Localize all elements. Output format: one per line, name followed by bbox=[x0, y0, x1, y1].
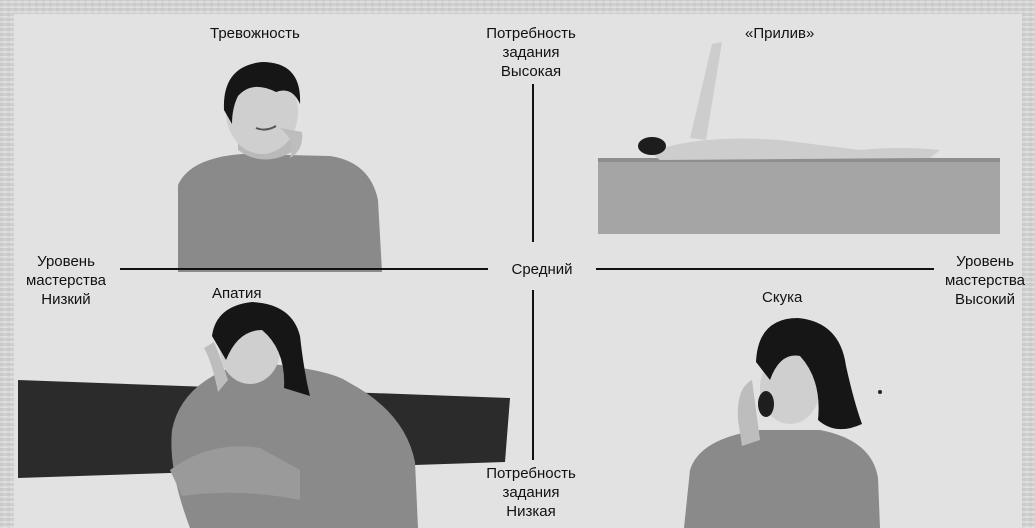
axis-label-task-demand-low: Потребность задания Низкая bbox=[466, 464, 596, 521]
axis-label-task-demand-high: Потребность задания Высокая bbox=[466, 24, 596, 81]
horizontal-axis-left bbox=[120, 268, 488, 270]
quadrant-title-anxiety: Тревожность bbox=[210, 24, 300, 43]
apathy-illustration bbox=[18, 302, 510, 528]
axis-label-medium: Средний bbox=[490, 260, 594, 279]
vertical-axis-lower bbox=[532, 290, 534, 460]
axis-label-line: Низкий bbox=[14, 290, 118, 309]
quadrant-title-flow: «Прилив» bbox=[745, 24, 814, 43]
axis-label-line: Потребность bbox=[466, 464, 596, 483]
quadrant-title-boredom: Скука bbox=[762, 288, 802, 307]
horizontal-axis-right bbox=[596, 268, 934, 270]
axis-label-skill-high: Уровень мастерства Высокий bbox=[935, 252, 1035, 309]
axis-label-line: Потребность bbox=[466, 24, 596, 43]
axis-label-line: Высокая bbox=[466, 62, 596, 81]
quadrant-title-apathy: Апатия bbox=[212, 284, 262, 303]
vertical-axis-upper bbox=[532, 84, 534, 242]
axis-label-skill-low: Уровень мастерства Низкий bbox=[14, 252, 118, 309]
axis-label-line: Низкая bbox=[466, 502, 596, 521]
anxiety-illustration bbox=[178, 62, 382, 272]
flow-illustration bbox=[598, 42, 1000, 234]
boredom-illustration bbox=[684, 318, 882, 528]
axis-label-line: Высокий bbox=[935, 290, 1035, 309]
axis-label-line: Уровень bbox=[14, 252, 118, 271]
axis-label-line: задания bbox=[466, 483, 596, 502]
axis-label-line: мастерства bbox=[935, 271, 1035, 290]
axis-label-line: Уровень bbox=[935, 252, 1035, 271]
axis-label-line: мастерства bbox=[14, 271, 118, 290]
axis-label-line: задания bbox=[466, 43, 596, 62]
